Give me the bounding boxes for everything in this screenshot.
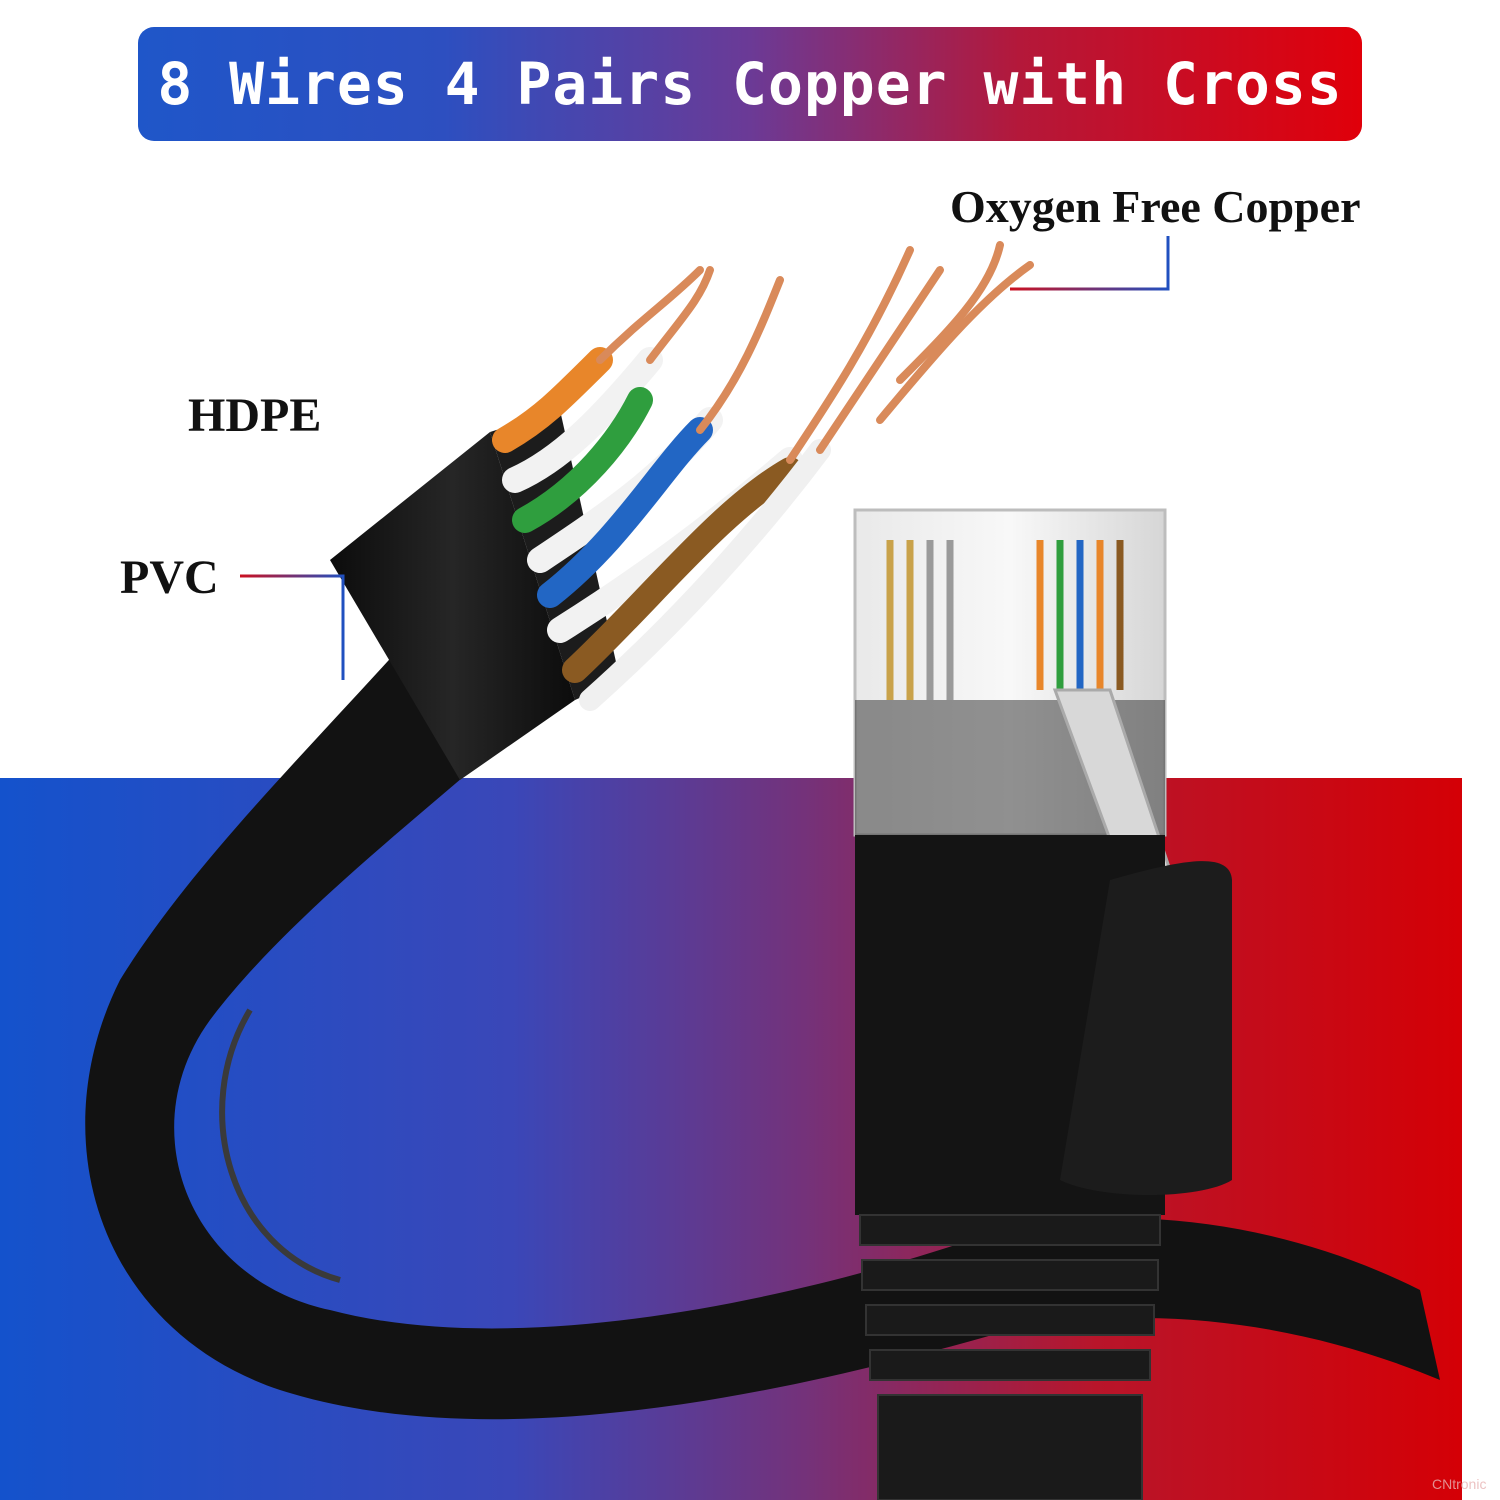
rj45-plug xyxy=(853,508,1232,1500)
copper-strands xyxy=(596,241,1034,464)
boot-latch-cover xyxy=(1060,861,1232,1195)
callout-pvc-label: PVC xyxy=(120,551,219,604)
callout-hdpe-label: HDPE xyxy=(188,389,322,442)
leader-lines xyxy=(240,236,1170,680)
title-banner: 8 Wires 4 Pairs Copper with Cross xyxy=(138,27,1362,141)
callout-copper-label: Oxygen Free Copper xyxy=(950,181,1361,232)
flat-cable-loop xyxy=(85,580,1441,1420)
plug-contacts xyxy=(886,540,1124,700)
inner-wires xyxy=(492,347,831,711)
boot-ribs xyxy=(859,1214,1161,1500)
banner-title: 8 Wires 4 Pairs Copper with Cross xyxy=(157,50,1343,118)
brand-watermark: CNtronic xyxy=(1432,1476,1487,1492)
cable-highlight xyxy=(219,1008,341,1283)
